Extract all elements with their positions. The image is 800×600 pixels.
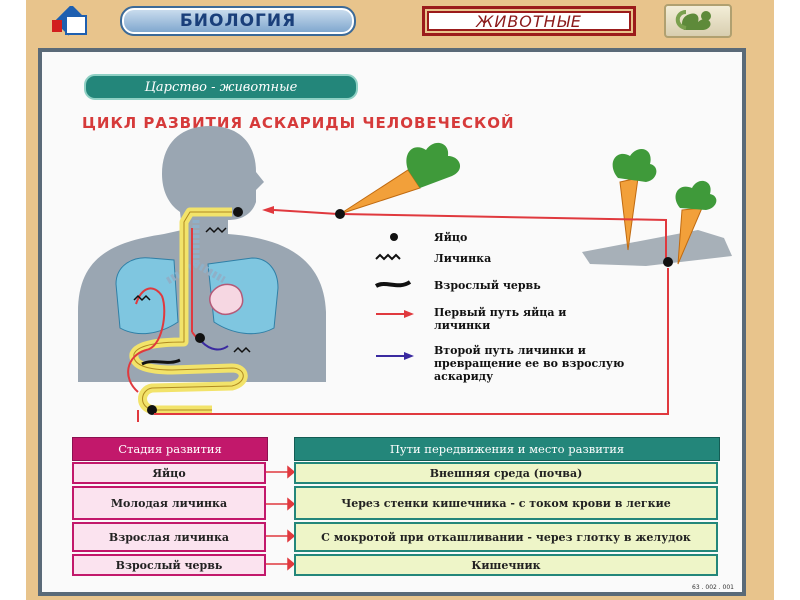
table-stage-cell: Молодая личинка bbox=[72, 486, 266, 520]
carrot-icon bbox=[612, 149, 657, 251]
table-path-cell: Кишечник bbox=[294, 554, 718, 576]
egg-mark bbox=[233, 207, 243, 217]
carrot-icon bbox=[675, 180, 717, 265]
first-path-external bbox=[154, 213, 669, 415]
poster-canvas: Царство - животные ЦИКЛ РАЗВИТИЯ АСКАРИД… bbox=[42, 52, 742, 592]
poster-frame: Царство - животные ЦИКЛ РАЗВИТИЯ АСКАРИД… bbox=[38, 48, 746, 596]
egg-mark bbox=[147, 405, 157, 415]
left-lung bbox=[115, 257, 179, 335]
subject-logo-icon[interactable] bbox=[50, 4, 94, 38]
legend-egg-label: Яйцо bbox=[434, 231, 468, 244]
table-connector-arrows bbox=[266, 465, 296, 571]
larva-mark bbox=[205, 226, 227, 234]
table-header-path: Пути передвижения и место развития bbox=[294, 437, 720, 461]
egg-mark bbox=[195, 333, 205, 343]
section-title-box[interactable]: ЖИВОТНЫЕ bbox=[422, 6, 636, 36]
legend-larva-marker bbox=[375, 253, 401, 261]
table-path-cell: С мокротой при откашливании - через глот… bbox=[294, 522, 718, 552]
table-path-cell: Внешняя среда (почва) bbox=[294, 462, 718, 484]
legend-larva-label: Личинка bbox=[434, 252, 492, 265]
heart bbox=[209, 283, 244, 316]
kingdom-tag: Царство - животные bbox=[84, 74, 358, 100]
diagram-title: ЦИКЛ РАЗВИТИЯ АСКАРИДЫ ЧЕЛОВЕЧЕСКОЙ bbox=[82, 114, 515, 132]
kingdom-tag-label: Царство - животные bbox=[144, 79, 298, 95]
table-stage-cell: Яйцо bbox=[72, 462, 266, 484]
legend-adult-marker bbox=[374, 280, 412, 288]
lifecycle-diagram bbox=[78, 126, 732, 571]
legend-second-path-label: Второй путь личинки и превращение ее во … bbox=[434, 344, 625, 383]
egg-mark bbox=[663, 257, 673, 267]
second-path-body bbox=[201, 341, 229, 351]
legend-egg-marker bbox=[390, 233, 398, 241]
arrow-head bbox=[262, 206, 274, 214]
subject-title: БИОЛОГИЯ bbox=[179, 11, 297, 31]
subject-title-button[interactable]: БИОЛОГИЯ bbox=[120, 6, 356, 36]
first-path-body bbox=[127, 228, 201, 422]
section-title: ЖИВОТНЫЕ bbox=[476, 11, 582, 31]
adult-worm-mark bbox=[141, 358, 181, 366]
human-silhouette bbox=[78, 126, 326, 382]
table-stage-cell: Взрослая личинка bbox=[72, 522, 266, 552]
larva-mark bbox=[133, 294, 151, 302]
poster-code: 63 . 002 . 001 bbox=[692, 584, 734, 591]
table-header-stage: Стадия развития bbox=[72, 437, 268, 461]
legend-first-path-label: Первый путь яйца и личинки bbox=[434, 306, 567, 332]
legend-adult-label: Взрослый червь bbox=[434, 279, 541, 292]
egg-mark bbox=[335, 209, 345, 219]
soil-patch bbox=[582, 230, 732, 266]
first-path-to-mouth bbox=[273, 209, 339, 215]
squirrel-icon[interactable] bbox=[664, 4, 732, 38]
larva-mark bbox=[233, 346, 251, 354]
table-path-cell: Через стенки кишечника - с током крови в… bbox=[294, 486, 718, 520]
carrot-icon bbox=[339, 142, 461, 215]
table-stage-cell: Взрослый червь bbox=[72, 554, 266, 576]
